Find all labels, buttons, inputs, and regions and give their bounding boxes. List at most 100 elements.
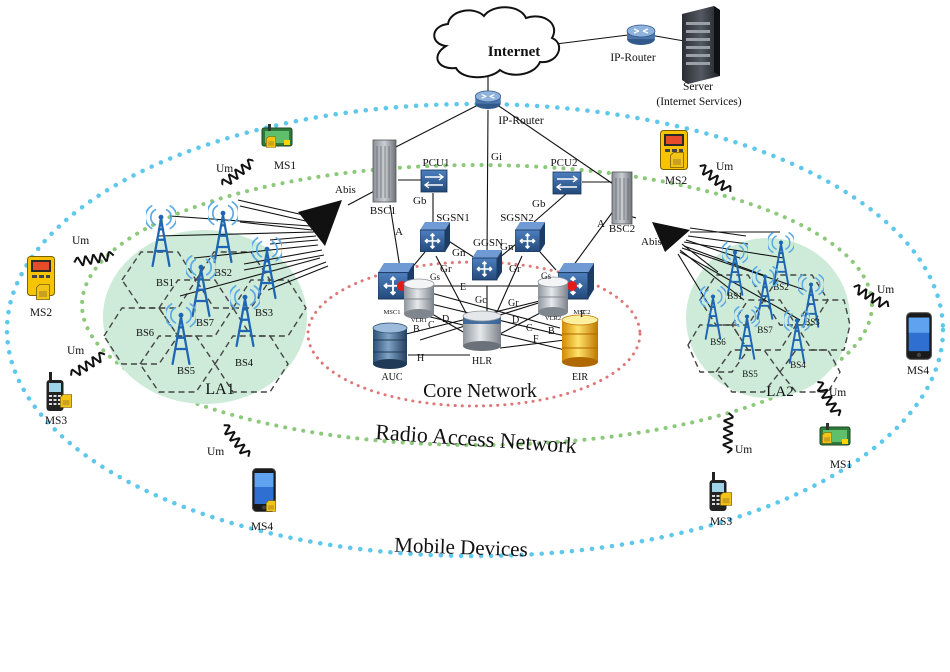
pcu1-label: PCU1 xyxy=(423,157,450,169)
bs6-label-la2: BS6 xyxy=(710,337,726,347)
server-label: Server xyxy=(683,81,713,93)
auc-database xyxy=(372,322,408,369)
ggsn-label: GGSN xyxy=(473,237,503,249)
sgsn2-icon xyxy=(515,222,545,252)
auc-label: AUC xyxy=(381,372,402,383)
sgsn1-label: SGSN1 xyxy=(436,212,470,224)
interface-f-right: F xyxy=(580,309,586,320)
ms1-label-top-left: MS1 xyxy=(274,160,297,172)
ms2-label-left: MS2 xyxy=(30,307,53,319)
interface-d-left: D xyxy=(442,314,449,325)
um-label-ms3-bottom-right: Um xyxy=(735,444,752,456)
server-icon xyxy=(682,6,720,84)
vlr2-database xyxy=(537,276,569,317)
sgsn2-label: SGSN2 xyxy=(500,212,534,224)
interface-abis-left: Abis xyxy=(335,184,356,196)
ms4-label-right: MS4 xyxy=(907,365,930,377)
interface-gn-right: Gn xyxy=(500,241,514,253)
internet-cloud: Internet xyxy=(433,6,561,79)
interface-gr-right: Gr xyxy=(509,263,521,275)
eir-label: EIR xyxy=(572,372,588,383)
ms2-label-top-right: MS2 xyxy=(665,175,688,187)
bsc2-rack xyxy=(611,171,633,225)
interface-g: Gr xyxy=(508,298,519,309)
hlr-label: HLR xyxy=(472,356,492,367)
um-label-ms3-left: Um xyxy=(67,345,84,357)
router-mid-label: IP-Router xyxy=(498,115,544,127)
router-top-label: IP-Router xyxy=(610,52,656,64)
ms4-label-bottom-left: MS4 xyxy=(251,521,274,533)
um-zigzag-ms1-right xyxy=(812,378,844,420)
vlr1-database xyxy=(403,278,435,319)
bsc1-label: BSC1 xyxy=(370,205,396,217)
core-network-label: Core Network xyxy=(423,380,537,402)
msc2-label: MSC2 xyxy=(574,309,591,316)
sgsn1-icon xyxy=(420,222,450,252)
interface-f: F xyxy=(533,334,539,345)
interface-gi: Gi xyxy=(491,151,502,163)
interface-a-left: A xyxy=(395,226,403,238)
ms3-label-bottom-right: MS3 xyxy=(710,516,733,528)
um-label-ms1-right: Um xyxy=(829,387,846,399)
bsc2-antenna-triangle xyxy=(652,222,690,252)
mobile-devices-label: Mobile Devices xyxy=(394,533,528,562)
abis-links-la2 xyxy=(615,211,806,321)
interface-gb-right: Gb xyxy=(532,198,546,210)
msc2-icon xyxy=(558,262,594,300)
core-links xyxy=(389,33,691,356)
bsc1-rack xyxy=(372,139,397,203)
interface-gs-left: Gs xyxy=(430,272,440,282)
pcu1-icon xyxy=(420,169,448,193)
pcu2-label: PCU2 xyxy=(551,157,578,169)
bs1-label-la2: BS1 xyxy=(727,291,743,301)
interface-gb-left: Gb xyxy=(413,195,427,207)
ms3-label-left: MS3 xyxy=(45,415,68,427)
la2-label: LA2 xyxy=(766,384,794,400)
la1-label: LA1 xyxy=(205,381,234,398)
bs7-label-la1: BS7 xyxy=(196,318,214,329)
interface-gs-right: Gs xyxy=(541,271,551,281)
interface-b-right: B xyxy=(548,326,555,337)
radio-access-network-label: Radio Access Network xyxy=(375,419,578,458)
um-label-ms4-bottom-left: Um xyxy=(207,446,224,458)
interface-gn-left: Gn xyxy=(452,247,466,259)
location-area-la1 xyxy=(103,230,307,404)
interface-gr-left: Gr xyxy=(440,263,452,275)
interface-abis-right: Abis xyxy=(641,236,662,248)
ms4-device-right xyxy=(906,312,932,360)
msc1-label: MSC1 xyxy=(384,309,401,316)
interface-d-right: D xyxy=(512,315,519,326)
internet-label: Internet xyxy=(488,44,541,60)
interface-h: H xyxy=(417,353,424,364)
ms1-label-right: MS1 xyxy=(830,459,853,471)
interface-e: E xyxy=(460,282,466,293)
bs1-label-la1: BS1 xyxy=(156,278,174,289)
interface-c-right: C xyxy=(526,323,533,334)
um-zigzag-ms2-left xyxy=(72,249,116,269)
bs3-label-la2: BS3 xyxy=(804,317,820,327)
bs4-label-la1: BS4 xyxy=(235,358,254,369)
server-sublabel: (Internet Services) xyxy=(656,96,741,108)
hlr-database xyxy=(462,310,502,351)
pcu2-icon xyxy=(552,171,582,195)
bs2-label-la2: BS2 xyxy=(773,282,789,292)
interface-a-right: A xyxy=(597,218,605,230)
radio-access-network-ring xyxy=(80,163,874,447)
eir-database xyxy=(561,314,599,367)
bs5-label-la2: BS5 xyxy=(742,369,758,379)
um-label-ms2-left: Um xyxy=(72,235,89,247)
mobile-devices-ring xyxy=(4,101,946,559)
interface-gc: Gc xyxy=(475,295,487,306)
bs2-label-la1: BS2 xyxy=(214,268,232,279)
ms3-device-bottom-right xyxy=(709,472,732,511)
um-zigzag-ms4-bottom-left xyxy=(218,421,254,461)
ms4-device-bottom-left xyxy=(252,468,276,512)
um-label-ms1-top: Um xyxy=(216,163,233,175)
bs6-label-la1: BS6 xyxy=(136,328,154,339)
router-mid: IP-Router xyxy=(474,90,544,127)
ms1-device-right xyxy=(819,422,851,446)
ms2-device-left xyxy=(27,256,55,300)
bs4-label-la2: BS4 xyxy=(790,360,806,370)
